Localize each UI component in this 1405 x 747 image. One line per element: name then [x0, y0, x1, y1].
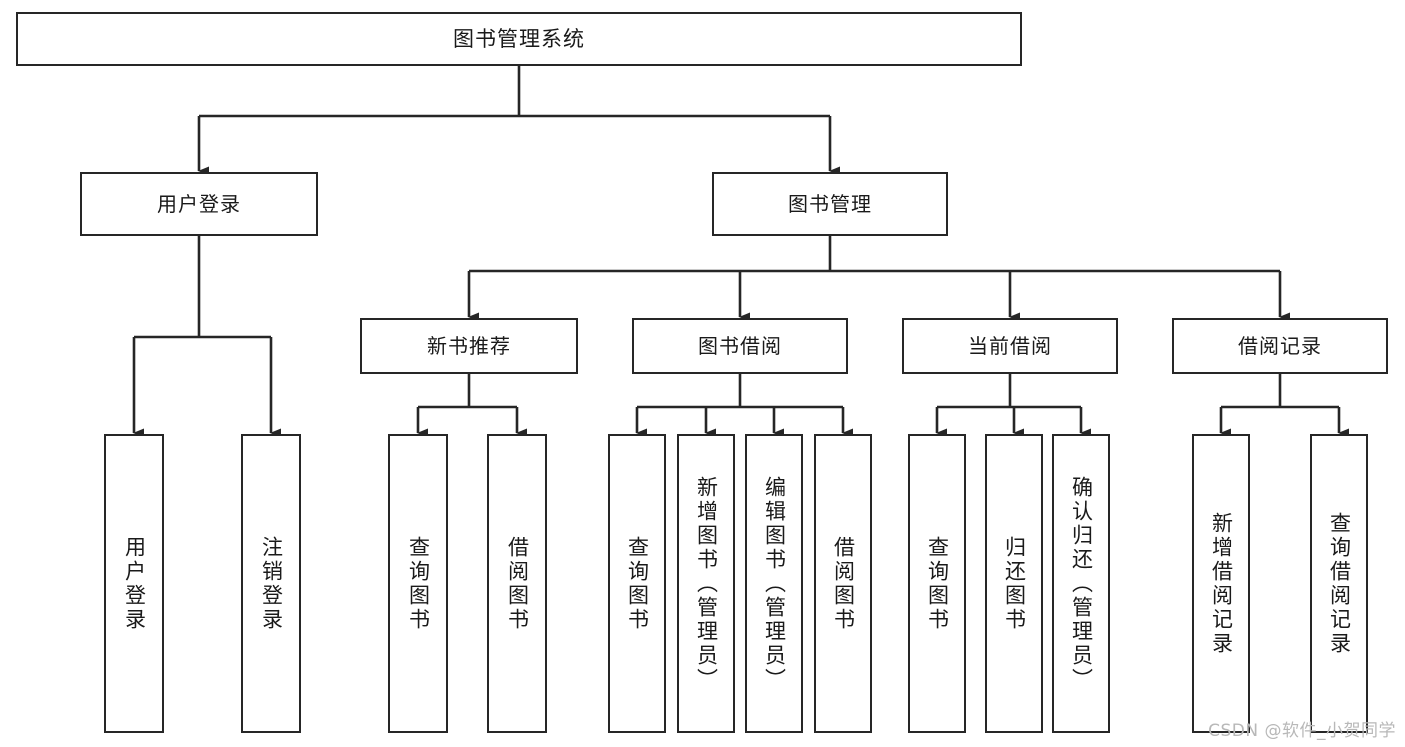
- leaf-node-label: 借阅图书: [831, 535, 856, 632]
- root-node-label: 图书管理系统: [453, 26, 585, 51]
- leaf-node-11[interactable]: 新增借阅记录: [1192, 434, 1250, 733]
- leaf-node-label: 查询图书: [925, 535, 950, 632]
- leaf-node-4[interactable]: 查询图书: [608, 434, 666, 733]
- leaf-node-label: 确认归还（管理员）: [1069, 475, 1094, 692]
- level1-node-label: 图书管理: [788, 192, 872, 216]
- leaf-node-label: 归还图书: [1002, 535, 1027, 632]
- level2-node-3[interactable]: 借阅记录: [1172, 318, 1388, 374]
- leaf-node-8[interactable]: 查询图书: [908, 434, 966, 733]
- leaf-node-2[interactable]: 查询图书: [388, 434, 448, 733]
- leaf-node-label: 用户登录: [122, 535, 147, 632]
- leaf-node-label: 查询图书: [625, 535, 650, 632]
- leaf-node-6[interactable]: 编辑图书（管理员）: [745, 434, 803, 733]
- root-node-0[interactable]: 图书管理系统: [16, 12, 1022, 66]
- leaf-node-7[interactable]: 借阅图书: [814, 434, 872, 733]
- leaf-node-label: 查询图书: [406, 535, 431, 632]
- level2-node-label: 图书借阅: [698, 334, 782, 358]
- level2-node-label: 新书推荐: [427, 334, 511, 358]
- leaf-node-label: 编辑图书（管理员）: [762, 475, 787, 692]
- leaf-node-12[interactable]: 查询借阅记录: [1310, 434, 1368, 733]
- watermark-text: CSDN @软件_小贺同学: [1208, 721, 1396, 741]
- leaf-node-label: 新增图书（管理员）: [694, 475, 719, 692]
- leaf-node-3[interactable]: 借阅图书: [487, 434, 547, 733]
- level2-node-2[interactable]: 当前借阅: [902, 318, 1118, 374]
- leaf-node-label: 新增借阅记录: [1209, 511, 1234, 656]
- level1-node-1[interactable]: 图书管理: [712, 172, 948, 236]
- leaf-node-label: 注销登录: [259, 535, 284, 632]
- leaf-node-0[interactable]: 用户登录: [104, 434, 164, 733]
- level2-node-0[interactable]: 新书推荐: [360, 318, 578, 374]
- leaf-node-10[interactable]: 确认归还（管理员）: [1052, 434, 1110, 733]
- level2-node-label: 当前借阅: [968, 334, 1052, 358]
- level1-node-0[interactable]: 用户登录: [80, 172, 318, 236]
- leaf-node-9[interactable]: 归还图书: [985, 434, 1043, 733]
- level1-node-label: 用户登录: [157, 192, 241, 216]
- leaf-node-label: 查询借阅记录: [1327, 511, 1352, 656]
- level2-node-1[interactable]: 图书借阅: [632, 318, 848, 374]
- leaf-node-label: 借阅图书: [505, 535, 530, 632]
- leaf-node-5[interactable]: 新增图书（管理员）: [677, 434, 735, 733]
- leaf-node-1[interactable]: 注销登录: [241, 434, 301, 733]
- level2-node-label: 借阅记录: [1238, 334, 1322, 358]
